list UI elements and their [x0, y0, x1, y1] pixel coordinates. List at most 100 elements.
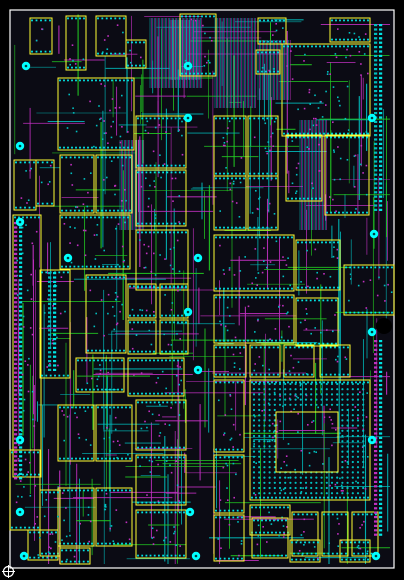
bga-ball [273, 450, 276, 453]
connector-pin [14, 367, 18, 370]
bga-ball [351, 476, 354, 479]
pad [65, 209, 68, 212]
pad [44, 50, 47, 53]
connector-pin [14, 314, 18, 317]
pad [86, 209, 89, 212]
connector-pin [48, 298, 52, 301]
connector-pin [374, 410, 378, 413]
via [308, 452, 311, 454]
pad [279, 19, 281, 22]
connector-pin [53, 342, 57, 345]
pad [153, 456, 156, 459]
via [35, 230, 38, 233]
pad [255, 346, 258, 349]
pad [306, 513, 309, 516]
connector-pin [48, 346, 52, 349]
pad [277, 51, 279, 54]
via [190, 18, 193, 21]
pad [359, 496, 361, 499]
connector-pin [19, 239, 23, 242]
pad [349, 266, 352, 269]
via [337, 545, 339, 547]
via [217, 538, 219, 540]
pad [71, 66, 73, 69]
pad [98, 265, 100, 268]
pad [255, 531, 257, 534]
bga-ball [325, 393, 328, 396]
connector-pin [19, 323, 23, 326]
via [345, 358, 348, 360]
via [365, 307, 368, 309]
bga-ball [278, 398, 282, 401]
pad [315, 496, 317, 499]
via [366, 550, 369, 553]
via [278, 304, 281, 307]
via [274, 328, 277, 330]
pad [255, 339, 257, 342]
pad [62, 374, 65, 377]
pad [181, 314, 183, 317]
pad [111, 146, 113, 149]
pad [169, 321, 171, 324]
component-outline [127, 319, 157, 355]
pad [275, 40, 277, 43]
bga-ball [273, 414, 276, 417]
bga-ball [325, 492, 328, 495]
bga-ball [346, 466, 349, 469]
via [309, 103, 311, 105]
via [332, 330, 334, 333]
via [157, 377, 159, 379]
pad [28, 161, 31, 164]
via [267, 141, 270, 143]
pad [338, 346, 341, 349]
pad [235, 236, 237, 239]
via [282, 304, 284, 307]
pad [335, 496, 337, 499]
pad [123, 146, 125, 149]
connector-pin [379, 147, 383, 150]
pad [262, 172, 264, 175]
pad [362, 136, 364, 139]
pad [153, 554, 156, 557]
pad [161, 286, 163, 289]
pad [31, 50, 33, 53]
via [150, 343, 153, 346]
pad [291, 236, 293, 239]
pad [349, 311, 352, 314]
via [268, 511, 270, 514]
via [328, 416, 331, 418]
component-outline [343, 264, 395, 316]
pad [201, 15, 203, 18]
bga-ball [252, 388, 256, 391]
pad [322, 342, 325, 345]
connector-pin [14, 292, 18, 295]
pad [219, 177, 221, 180]
bga-ball [268, 403, 271, 406]
bga-ball [284, 393, 287, 396]
via [153, 311, 155, 313]
pad [50, 531, 53, 534]
pad [115, 79, 117, 82]
connector-pin [48, 338, 52, 341]
pad [285, 554, 287, 557]
pad [137, 401, 139, 404]
via [74, 412, 76, 414]
pad [343, 19, 345, 22]
pad [41, 202, 44, 205]
pad [50, 556, 53, 559]
via [223, 432, 226, 434]
via [297, 431, 299, 433]
pad [255, 381, 257, 384]
via [295, 395, 298, 398]
pad [205, 15, 207, 18]
pad [185, 285, 187, 288]
via [276, 430, 278, 433]
pad [81, 216, 84, 219]
connector-pin [14, 270, 18, 273]
pad [117, 156, 119, 159]
mounting-hole-drill [186, 116, 190, 120]
pad [331, 496, 333, 499]
via [233, 366, 236, 368]
mounting-hole-drill [22, 554, 26, 558]
